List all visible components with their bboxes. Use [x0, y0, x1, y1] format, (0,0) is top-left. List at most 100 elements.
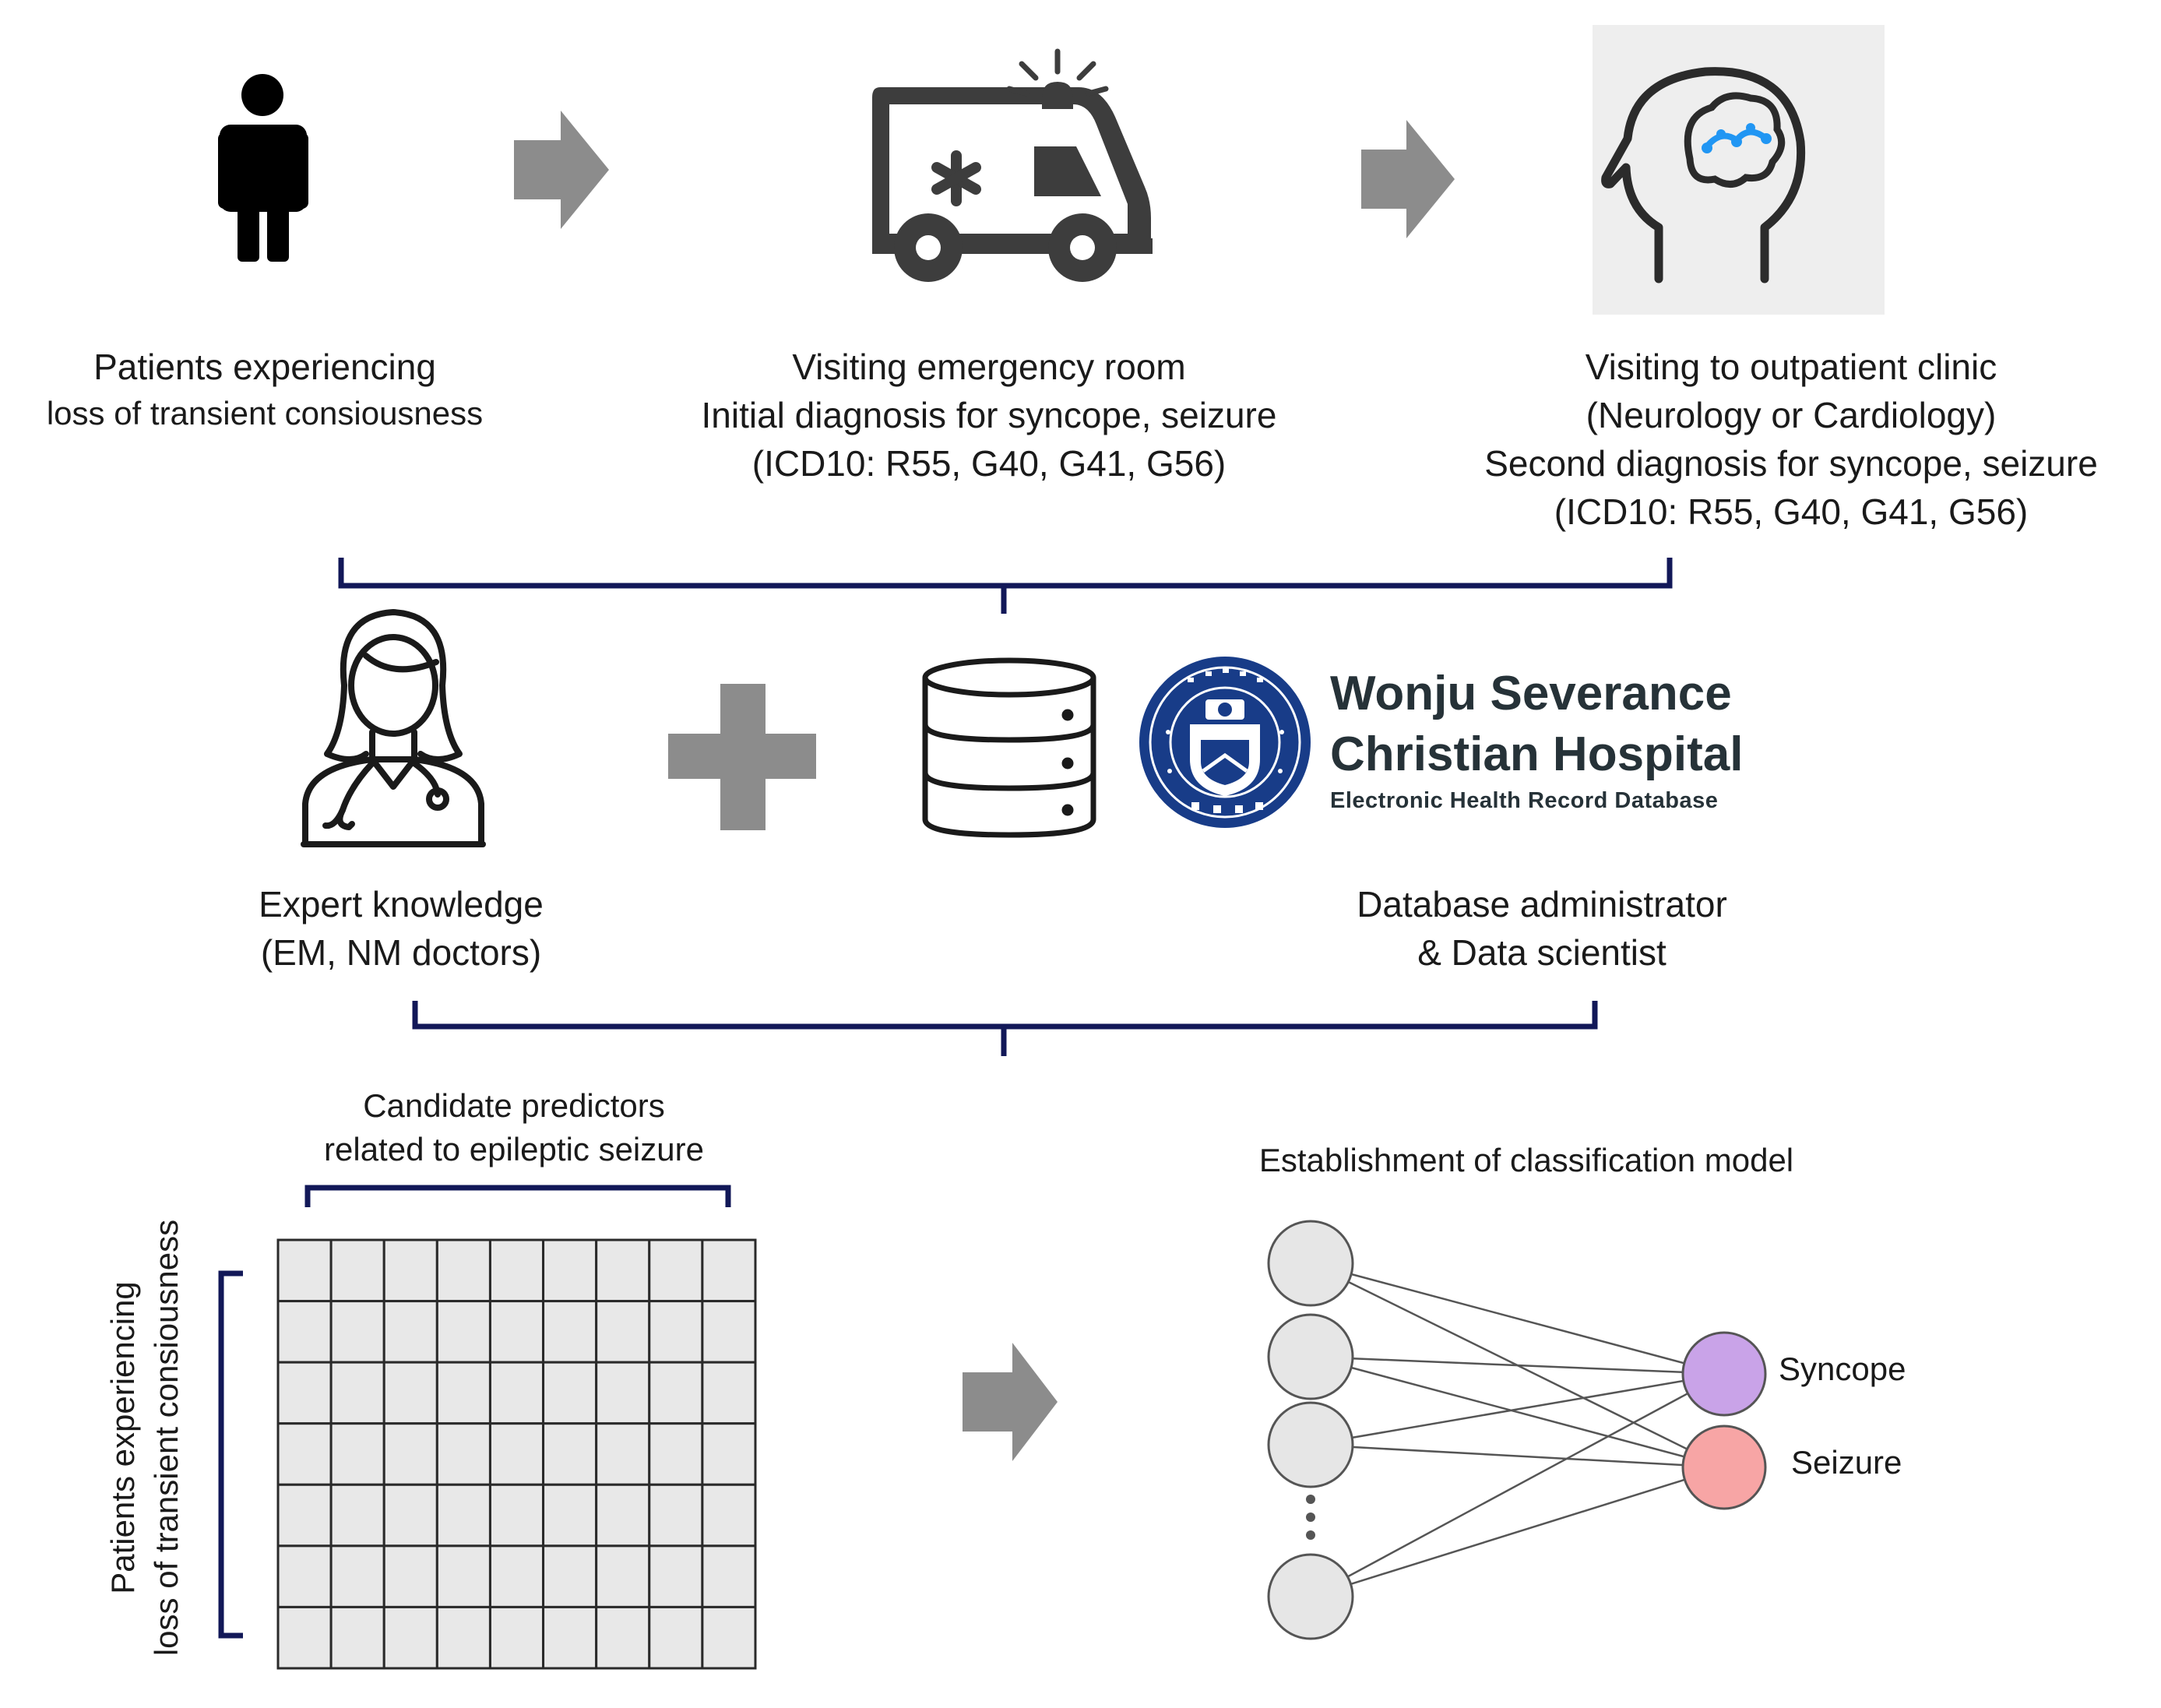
ambulance-icon	[872, 48, 1153, 282]
matrix-cell	[488, 1605, 545, 1670]
database-icon	[922, 657, 1096, 838]
matrix-cell	[276, 1361, 333, 1425]
matrix-side-line2: loss of transient consiousness	[148, 1219, 185, 1657]
matrix-cell	[488, 1422, 545, 1486]
matrix-cell	[276, 1238, 333, 1303]
expert-line2: (EM, NM doctors)	[260, 932, 542, 973]
network-edge	[1310, 1466, 1725, 1598]
matrix-cell	[382, 1544, 438, 1608]
network-edge	[1310, 1443, 1725, 1469]
matrix-cell	[701, 1605, 757, 1670]
matrix-cell	[435, 1422, 491, 1486]
matrix-cell	[329, 1422, 385, 1486]
matrix-cell	[276, 1483, 333, 1548]
matrix-top-line1: Candidate predictors	[363, 1087, 665, 1124]
network-edge	[1310, 1372, 1725, 1446]
arrow-icon	[963, 1343, 1058, 1461]
matrix-cell	[435, 1238, 491, 1303]
hospital-name-line2: Christian Hospital	[1330, 727, 1744, 781]
matrix-cell	[488, 1238, 545, 1303]
step3-line1: Visiting to outpatient clinic	[1585, 347, 1997, 387]
ellipsis-dot	[1306, 1530, 1315, 1540]
matrix-cell	[701, 1361, 757, 1425]
bracket-columns	[304, 1185, 731, 1207]
network-edge	[1310, 1372, 1725, 1598]
matrix-cell	[276, 1422, 333, 1486]
matrix-cell	[542, 1544, 598, 1608]
syncope-node	[1681, 1331, 1767, 1417]
matrix-cell	[701, 1238, 757, 1303]
matrix-top-line2: related to epileptic seizure	[324, 1131, 704, 1167]
matrix-cell	[648, 1605, 704, 1670]
matrix-cell	[329, 1544, 385, 1608]
matrix-cell	[276, 1544, 333, 1608]
output-syncope-label: Syncope	[1779, 1351, 1906, 1387]
matrix-cell	[435, 1605, 491, 1670]
network-edge	[1310, 1355, 1725, 1375]
matrix-cell	[329, 1605, 385, 1670]
dba-line1: Database administrator	[1357, 884, 1727, 924]
network-edge	[1310, 1262, 1725, 1375]
matrix-cell	[382, 1238, 438, 1303]
hospital-subtitle: Electronic Health Record Database	[1330, 788, 1719, 813]
doctor-icon	[301, 609, 486, 847]
step3-line4: (ICD10: R55, G40, G41, G56)	[1554, 491, 2029, 532]
step2-line2: Initial diagnosis for syncope, seizure	[701, 395, 1277, 435]
matrix-cell	[329, 1300, 385, 1364]
input-node	[1267, 1553, 1354, 1640]
expert-line1: Expert knowledge	[259, 884, 544, 924]
arrow-icon	[1361, 120, 1455, 238]
matrix-cell	[435, 1361, 491, 1425]
matrix-cell	[542, 1422, 598, 1486]
matrix-cell	[701, 1300, 757, 1364]
matrix-side-line1: Patients experiencing	[104, 1281, 141, 1594]
matrix-cell	[542, 1300, 598, 1364]
matrix-cell	[329, 1238, 385, 1303]
plus-icon	[668, 684, 816, 830]
matrix-cell	[648, 1544, 704, 1608]
input-node	[1267, 1313, 1354, 1400]
matrix-cell	[435, 1483, 491, 1548]
dba-label: Database administrator & Data scientist	[1277, 880, 1807, 977]
matrix-cell	[595, 1544, 651, 1608]
matrix-cell	[382, 1605, 438, 1670]
matrix-cell	[542, 1238, 598, 1303]
predictor-matrix	[276, 1238, 757, 1670]
hospital-logo-text: Wonju Severance Christian Hospital Elect…	[1330, 664, 1744, 816]
matrix-cell	[701, 1422, 757, 1486]
matrix-cell	[648, 1238, 704, 1303]
matrix-cell	[488, 1483, 545, 1548]
input-node	[1267, 1401, 1354, 1488]
bracket-merge	[412, 1001, 1598, 1056]
seizure-node	[1681, 1425, 1767, 1510]
matrix-cell	[488, 1361, 545, 1425]
matrix-cell	[542, 1361, 598, 1425]
matrix-cell	[595, 1300, 651, 1364]
matrix-cell	[435, 1300, 491, 1364]
matrix-cell	[542, 1605, 598, 1670]
matrix-cell	[648, 1483, 704, 1548]
matrix-cell	[648, 1422, 704, 1486]
step3-line3: Second diagnosis for syncope, seizure	[1484, 443, 2098, 484]
ellipsis-dot	[1306, 1513, 1315, 1522]
matrix-side-label: Patients experiencing loss of transient …	[101, 1189, 188, 1687]
matrix-cell	[276, 1300, 333, 1364]
matrix-cell	[488, 1300, 545, 1364]
matrix-cell	[382, 1300, 438, 1364]
model-title-text: Establishment of classification model	[1258, 1142, 1794, 1178]
ellipsis-dot	[1306, 1495, 1315, 1504]
matrix-cell	[329, 1361, 385, 1425]
bracket-merge	[338, 558, 1673, 614]
matrix-cell	[595, 1605, 651, 1670]
matrix-cell	[329, 1483, 385, 1548]
step2-line3: (ICD10: R55, G40, G41, G56)	[751, 443, 1227, 484]
step3-label: Visiting to outpatient clinic (Neurology…	[1417, 343, 2161, 536]
brain-head-icon	[1593, 25, 1885, 315]
matrix-cell	[488, 1544, 545, 1608]
step3-line2: (Neurology or Cardiology)	[1586, 395, 1997, 435]
matrix-cell	[648, 1300, 704, 1364]
classification-network	[1267, 1220, 1767, 1640]
matrix-cell	[648, 1361, 704, 1425]
matrix-cell	[595, 1422, 651, 1486]
